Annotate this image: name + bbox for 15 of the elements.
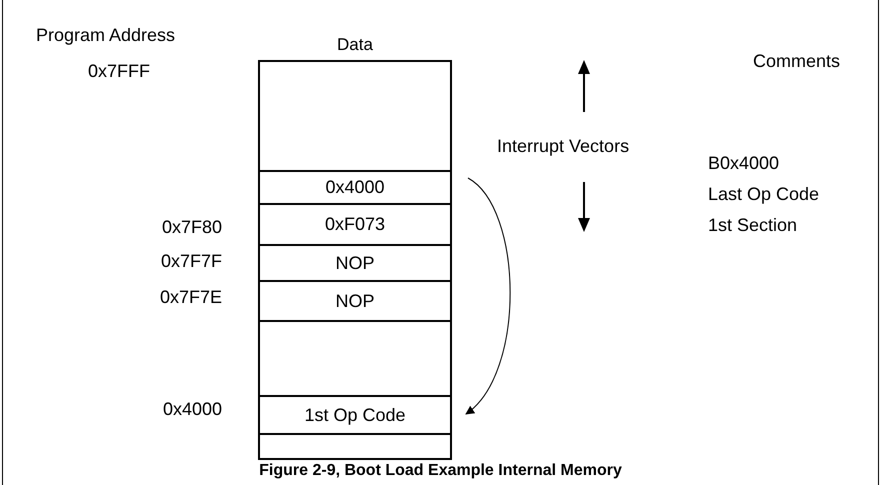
address-label: 0x7F80 bbox=[162, 216, 222, 238]
figure-caption: Figure 2-9, Boot Load Example Internal Memory bbox=[258, 461, 623, 481]
column-heading: Data bbox=[336, 34, 374, 56]
address-label: 1st Section bbox=[708, 214, 798, 236]
address-label: 0x7F7E bbox=[160, 286, 222, 308]
address-label: 0x4000 bbox=[162, 398, 222, 420]
address-label: Program Address bbox=[36, 24, 176, 46]
address-label: Interrupt Vectors bbox=[497, 135, 630, 157]
address-label: 0x7FFF bbox=[88, 60, 150, 82]
curved-arrow bbox=[465, 178, 511, 415]
address-label: B0x4000 bbox=[708, 152, 780, 174]
memory-cell: 1st Op Code bbox=[258, 395, 452, 435]
address-label: Last Op Code bbox=[708, 183, 820, 205]
address-label: 0x7F7F bbox=[160, 250, 222, 272]
address-label: Comments bbox=[753, 50, 840, 72]
